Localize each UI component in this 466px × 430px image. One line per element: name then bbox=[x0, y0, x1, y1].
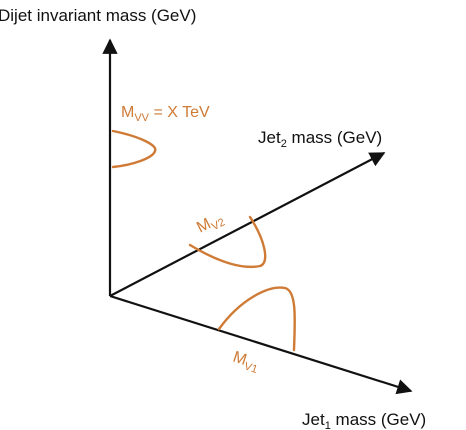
mvv-peak-label: MVV = X TeV bbox=[121, 104, 210, 124]
mv2-peak-label: MV2 bbox=[194, 209, 227, 239]
vertical-axis-label: Dijet invariant mass (GeV) bbox=[0, 6, 196, 25]
jet1-axis bbox=[109, 294, 413, 395]
jet2-axis-label: Jet2 mass (GeV) bbox=[258, 128, 382, 150]
mv1-peak-label: MV1 bbox=[230, 349, 262, 376]
mvv-peak-curve bbox=[111, 129, 157, 169]
mv2-peak-curve bbox=[188, 215, 267, 269]
jet2-axis bbox=[109, 152, 386, 297]
mv1-peak-curve bbox=[217, 286, 296, 352]
jet1-axis-label: Jet1 mass (GeV) bbox=[302, 410, 426, 430]
